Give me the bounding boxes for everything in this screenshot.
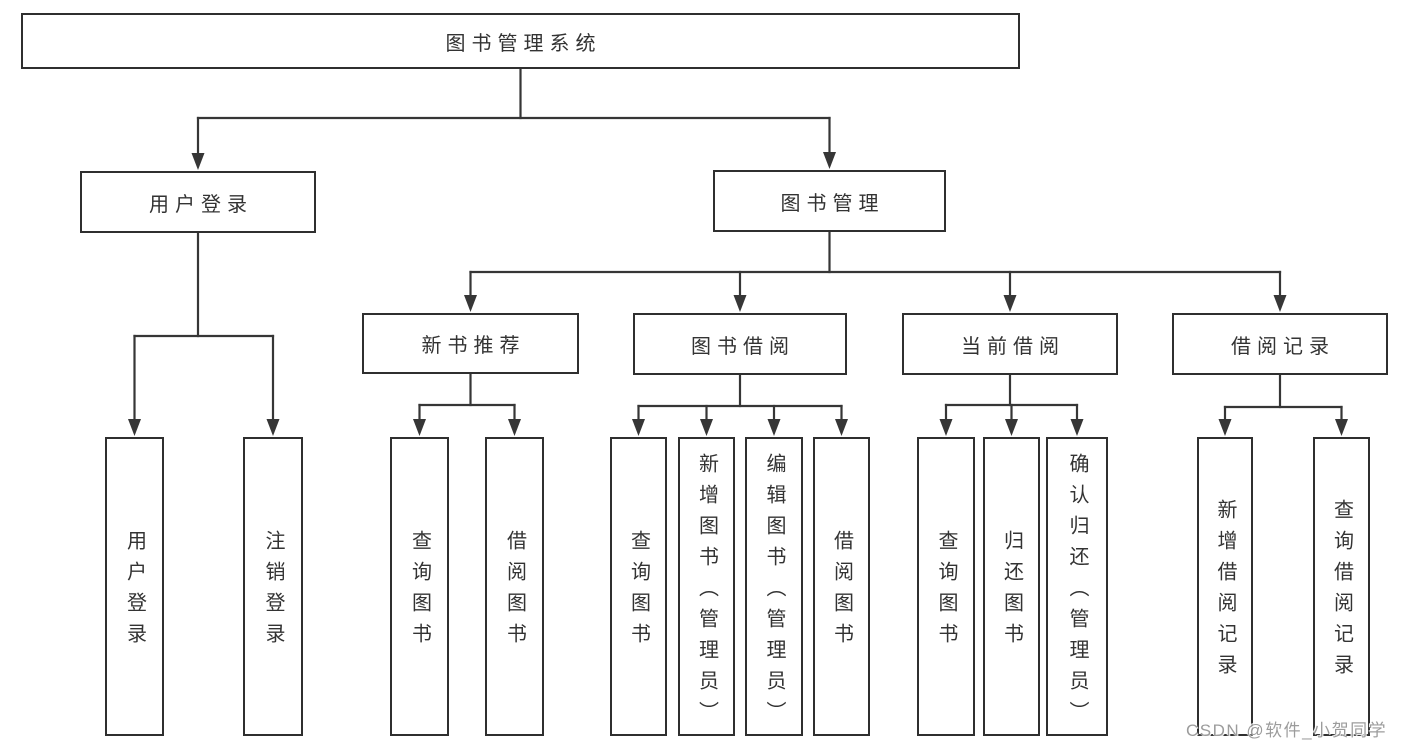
edge-arrowhead (823, 152, 836, 169)
edge-arrowhead (632, 419, 645, 436)
node-current-borrow: 当前借阅 (902, 313, 1118, 375)
node-label: 查询图书 (408, 530, 431, 654)
node-cb-return: 归还图书 (983, 437, 1040, 736)
node-cb-query: 查询图书 (917, 437, 975, 736)
node-label: 注销登录 (262, 530, 284, 654)
edge-arrowhead (1070, 419, 1084, 436)
node-book-mgmt: 图书管理 (713, 170, 946, 232)
node-label: 图书借阅 (691, 335, 795, 358)
node-br-add: 新增借阅记录 (1197, 437, 1253, 736)
edge-arrowhead (413, 419, 426, 436)
node-root: 图书管理系统 (21, 13, 1020, 69)
node-label: 借阅图书 (830, 530, 853, 654)
node-label: 借阅图书 (503, 530, 526, 654)
node-book-borrow: 图书借阅 (633, 313, 847, 375)
node-label: 查询图书 (935, 530, 957, 654)
node-label: 用户登录 (149, 193, 253, 216)
node-label: 新书推荐 (421, 335, 526, 357)
edge-arrowhead (1273, 295, 1287, 312)
edge-arrowhead (464, 295, 477, 312)
edge-arrowhead (835, 419, 848, 436)
edge-arrowhead (266, 419, 280, 436)
node-nb-borrow: 借阅图书 (485, 437, 544, 736)
watermark-text: CSDN @软件_小贺同学 (1186, 721, 1388, 740)
node-new-book-rec: 新书推荐 (362, 313, 579, 374)
edge-arrowhead (733, 295, 747, 312)
edge-arrowhead (191, 153, 205, 170)
edge-arrowhead (1218, 419, 1232, 436)
node-login-user: 用户登录 (105, 437, 164, 736)
node-bb-borrow: 借阅图书 (813, 437, 870, 736)
node-login-logout: 注销登录 (243, 437, 303, 736)
node-label: 确认归还（管理员） (1066, 452, 1088, 732)
node-label: 借阅记录 (1231, 335, 1335, 358)
node-label: 图书管理系统 (445, 32, 602, 55)
node-bb-query: 查询图书 (610, 437, 667, 736)
edge-arrowhead (128, 419, 141, 436)
edge-arrowhead (700, 419, 713, 436)
node-label: 图书管理 (780, 192, 885, 215)
edge-arrowhead (939, 419, 953, 436)
node-bb-add: 新增图书（管理员） (678, 437, 735, 736)
node-label: 归还图书 (1000, 530, 1023, 654)
node-label: 查询图书 (627, 530, 650, 654)
node-borrow-records: 借阅记录 (1172, 313, 1388, 375)
node-label: 用户登录 (123, 530, 146, 654)
node-label: 当前借阅 (961, 335, 1065, 358)
node-bb-edit: 编辑图书（管理员） (745, 437, 803, 736)
edge-arrowhead (1335, 419, 1348, 436)
edge-arrowhead (508, 419, 521, 436)
node-nb-query: 查询图书 (390, 437, 449, 736)
edge-arrowhead (767, 419, 781, 436)
node-cb-confirm: 确认归还（管理员） (1046, 437, 1108, 736)
node-user-login: 用户登录 (80, 171, 316, 233)
node-label: 新增借阅记录 (1214, 499, 1236, 685)
edge-arrowhead (1005, 419, 1018, 436)
node-br-query: 查询借阅记录 (1313, 437, 1370, 736)
edge-arrowhead (1003, 295, 1017, 312)
node-label: 编辑图书（管理员） (763, 452, 785, 732)
node-label: 查询借阅记录 (1330, 499, 1353, 685)
node-label: 新增图书（管理员） (695, 452, 718, 732)
